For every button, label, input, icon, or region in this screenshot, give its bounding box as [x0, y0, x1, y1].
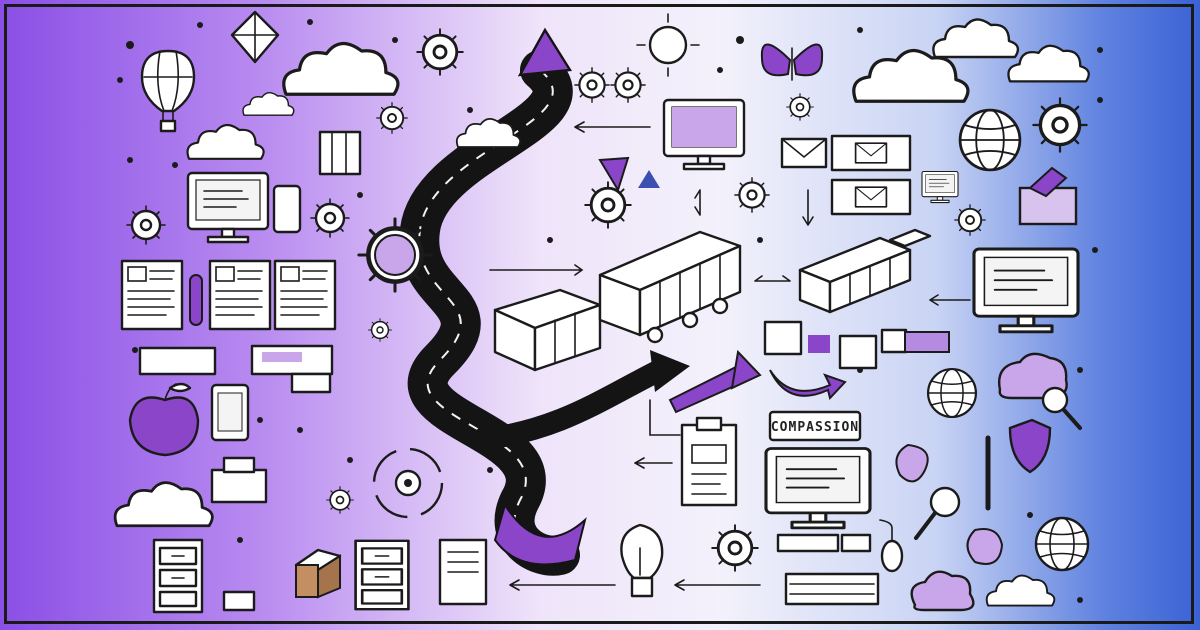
document-panel-icon [120, 259, 184, 331]
computer-monitor-icon [186, 171, 270, 244]
winding-road-icon [399, 27, 690, 576]
server-cabinet-icon [354, 539, 410, 611]
computer-monitor-icon [764, 446, 872, 530]
gear-icon [125, 204, 167, 246]
up-arrow-icon [668, 349, 762, 414]
document-panel-icon [763, 320, 950, 370]
globe-icon [1034, 516, 1090, 572]
box-icon [318, 130, 362, 176]
cloud-icon [1007, 44, 1090, 83]
keyboard-icon [776, 533, 880, 606]
gear-icon [325, 485, 355, 515]
cloud-icon [932, 18, 1020, 59]
cloud-icon [985, 574, 1056, 607]
sun-icon [636, 13, 700, 77]
computer-monitor-icon [921, 170, 959, 204]
document-panel-icon [273, 259, 337, 331]
compassion-label: COMPASSION [771, 420, 859, 435]
hot-air-balloon-icon [140, 49, 196, 133]
server-cabinet-icon [152, 538, 204, 614]
truck-icon [493, 230, 742, 372]
globe-icon [926, 367, 978, 419]
document-panel-icon [208, 259, 272, 331]
gear-icon [359, 219, 431, 291]
flow-arrows [489, 121, 971, 591]
cloud-icon [113, 481, 214, 528]
gear-icon [1031, 96, 1089, 154]
box-icon [294, 548, 342, 599]
gear-icon [573, 66, 611, 104]
gear-icon [415, 27, 465, 77]
lightbulb-icon [620, 523, 664, 598]
butterfly-icon [760, 43, 824, 81]
shield-icon [1008, 418, 1052, 474]
magnifier-icon [914, 486, 961, 540]
gear-icon [710, 523, 760, 573]
apple-icon [128, 382, 200, 457]
tablet-icon [210, 383, 250, 442]
gear-icon [367, 317, 393, 343]
box-icon [210, 456, 268, 504]
gear-icon [309, 197, 351, 239]
gear-icon [375, 101, 409, 135]
envelope-icon [780, 137, 828, 169]
tablet-icon [272, 184, 302, 234]
document-panel-icon [138, 344, 334, 394]
gear-icon [609, 66, 647, 104]
diamond-icon [230, 10, 280, 64]
computer-monitor-icon [972, 247, 1080, 334]
box-icon [1018, 166, 1078, 226]
server-cabinet-icon [438, 538, 488, 606]
gear-icon [785, 92, 815, 122]
gear-icon [583, 180, 633, 230]
envelope-icon [830, 178, 912, 216]
gear-icon [953, 203, 987, 237]
globe-icon [958, 108, 1022, 172]
cloud-icon [186, 123, 265, 160]
truck-icon [798, 228, 932, 314]
cloud-icon [998, 352, 1068, 400]
decorative-dots [117, 19, 1103, 603]
recycle-arrows-icon [372, 447, 444, 519]
cloud-icon [282, 41, 400, 96]
magnifier-icon [1041, 386, 1082, 430]
mouse-icon [879, 519, 904, 573]
compassion-sign: COMPASSION [768, 410, 862, 442]
envelope-icon [830, 134, 912, 172]
cloud-icon [910, 570, 975, 612]
clipboard-icon [680, 416, 738, 507]
cloud-icon [242, 91, 295, 116]
gear-icon [733, 176, 771, 214]
